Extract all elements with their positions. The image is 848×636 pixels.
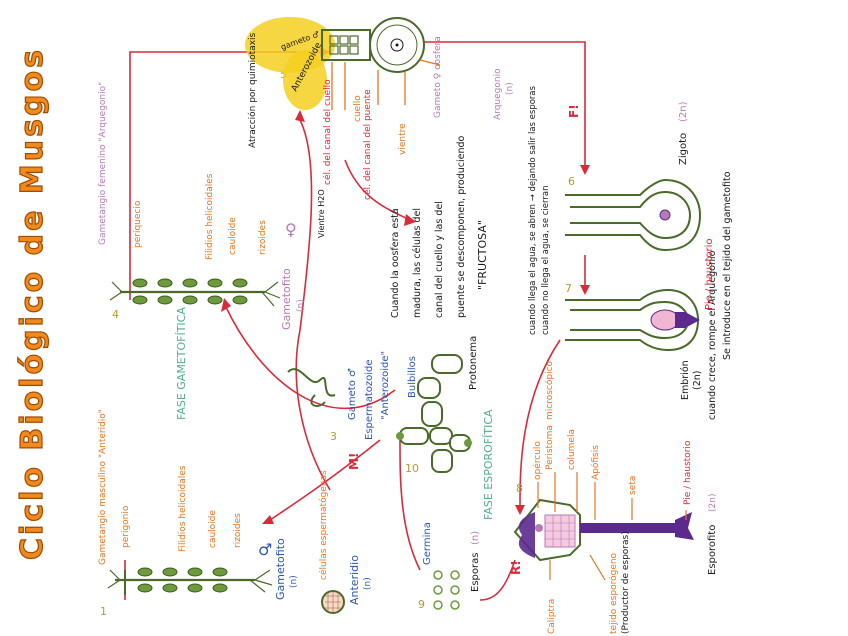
note-line-5: "FRUCTOSA" (476, 220, 489, 290)
female-filidios-label: Filidios helicoidales (205, 173, 215, 260)
male-cauloide-label: cauloide (208, 510, 218, 548)
male-gametophyte-plant (108, 568, 272, 595)
columela-label: columela (567, 429, 577, 470)
phase-gametofitica: FASE GAMETOFÍTICA (175, 307, 188, 420)
female-gametophyte-plant (110, 279, 280, 306)
note-line-1: Cuando la oosfera está (390, 208, 401, 318)
vientre-h2o-label: Vientre H2O (317, 189, 326, 238)
step-10: 10 (405, 462, 419, 475)
marker-meiosis: R! (509, 560, 523, 575)
esporofito-labels: opérculo Peristoma microscópico columela… (532, 360, 718, 634)
male-perigonio-label: perigonio (121, 505, 131, 548)
embrion-ploidy: (2n) (692, 371, 703, 390)
germina-label: Germina (422, 522, 433, 565)
step-1: 1 (100, 605, 107, 618)
arquegonio-figure (245, 17, 424, 110)
step-7: 7 (565, 282, 572, 295)
embrion-tejido: Se introduce en el tejido del gametofito (722, 171, 733, 360)
step-6: 6 (568, 175, 575, 188)
fructosa-note: Cuando la oosfera está madura, las célul… (390, 135, 489, 318)
esporofito-label: Esporofito (707, 525, 718, 575)
seta-label: seta (628, 476, 638, 495)
esporofito-ploidy: (2n) (708, 494, 718, 512)
cycle-arrows (125, 42, 585, 600)
productor-label: (Productor de esporas) (621, 531, 631, 634)
female-periquecio-label: periquecio (133, 200, 143, 248)
caliptra-label: Caliptra (547, 599, 557, 634)
esporofito-figure (515, 500, 694, 560)
male-filidios-label: Filidios helicoidales (178, 465, 188, 552)
female-cauloide-label: cauloide (228, 217, 238, 255)
phase-esporofitica: FASE ESPOROFÍTICA (482, 409, 495, 520)
vientre-label: vientre (398, 123, 408, 155)
step-8: 8 (516, 482, 523, 495)
yemas-label: Bulbillos (407, 356, 418, 398)
female-ploidy: (n) (296, 299, 306, 312)
anteridio-ploidy: (n) (363, 577, 373, 590)
apofisis-label: Apófisis (590, 445, 601, 480)
female-gametangio-label: Gametangio femenino "Arquegonio" (98, 82, 108, 245)
microscopico-label: microscópico (544, 360, 555, 420)
gameto-masculino-label: Gameto ♂ (347, 368, 358, 420)
male-gametofito-label: Gametofito (274, 538, 287, 600)
arquegonio-ploidy: (n) (505, 82, 515, 95)
zigoto-label: Zigoto (678, 133, 689, 165)
male-gametangio-label: Gametangio masculino "Anteridio" (98, 409, 108, 565)
note-line-4: puente se descomponen, produciendo (456, 135, 467, 318)
esporas-ploidy: (n) (470, 531, 481, 545)
peristoma-label: Peristoma (545, 425, 555, 470)
male-symbol: ♂ (258, 540, 272, 559)
esporofito-pie-label: Pie / haustorio (683, 440, 693, 505)
zigoto-note-line1: cuando llega el agua, se abren → dejando… (528, 85, 538, 335)
anteridio-label: Anteridio (348, 555, 361, 605)
step-numbers: 1 3 4 5 6 7 8 9 10 (100, 68, 575, 618)
female-symbol: ♀ (285, 220, 297, 239)
embrion-pie: Pie / haustorio (704, 238, 715, 310)
marker-fecundacion: F! (567, 104, 581, 118)
zigoto-note-line2: cuando no llega el agua, se cierran (541, 186, 551, 335)
note-line-3: canal del cuello y las del (434, 201, 445, 318)
female-plant-labels: Gametangio femenino "Arquegonio" perique… (98, 82, 268, 260)
tejido-esporogeno-label: tejido esporógeno (608, 552, 619, 634)
arquegonio-label: Arquegonio (493, 68, 503, 120)
anterozoide-figure (288, 369, 335, 406)
esporas-figure (434, 571, 459, 609)
atraccion-label: Atracción por quimiotaxis (247, 32, 258, 148)
embrion-body (651, 310, 700, 330)
esporas-labels: Esporas (n) Germina (422, 522, 481, 592)
esporas-label: Esporas (470, 553, 481, 592)
male-rizoides-label: rizoides (233, 513, 243, 548)
marker-mitosis: M! (347, 453, 361, 470)
step-4: 4 (112, 308, 119, 321)
page-title: Ciclo Biológico de Musgos (15, 47, 50, 560)
cuello-label: cuello (353, 95, 363, 122)
zigoto-note: cuando llega el agua, se abren → dejando… (528, 85, 551, 335)
female-gametofito-label: Gametofito (280, 268, 293, 330)
male-ploidy: (n) (289, 575, 299, 588)
cel-canal-puente: cél. del canal del puente (362, 89, 373, 200)
female-rizoides-label: rizoides (258, 220, 268, 255)
zigoto-figure (565, 180, 700, 250)
espermatozoide-label: Espermatozoide (364, 359, 375, 440)
operculo-label: opérculo (532, 441, 543, 480)
anteridio-figure (322, 591, 344, 613)
gameto-femenino-label: Gameto ♀ oosfera (433, 36, 443, 118)
step-9: 9 (418, 598, 425, 611)
protonema-label: Protonema (468, 336, 479, 390)
zigoto-labels: Zigoto (2n) (678, 101, 689, 165)
anterozoide-label: "Anterozoide" (380, 351, 391, 420)
title-group: Ciclo Biológico de Musgos (15, 47, 50, 560)
male-plant-labels: Gametangio masculino "Anteridio" perigon… (98, 409, 243, 565)
zigoto-ploidy: (2n) (678, 101, 689, 122)
anteridio-celulas: células espermatógenas (318, 470, 329, 580)
anteridio-labels: células espermatógenas Anteridio (n) (318, 470, 373, 605)
embrion-label: Embrión (680, 360, 691, 400)
arrow-esporas-to-protonema (400, 440, 420, 570)
step-3: 3 (330, 430, 337, 443)
note-line-2: madura, las células del (412, 208, 423, 318)
phase-labels: FASE GAMETOFÍTICA FASE ESPOROFÍTICA (175, 307, 495, 520)
gamete-male-labels: Gameto ♂ Espermatozoide "Anterozoide" (347, 351, 391, 440)
